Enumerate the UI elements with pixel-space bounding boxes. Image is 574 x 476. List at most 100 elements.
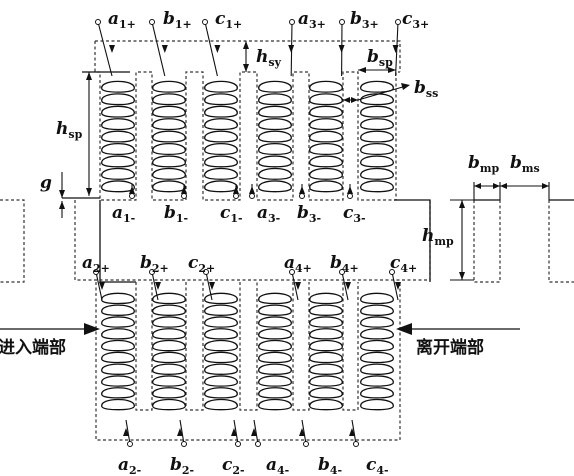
coil-turn-back [258,188,292,193]
coil-turn [258,155,292,165]
coil-turn [360,80,394,90]
coil-turn-back [204,371,238,375]
upper-mid-lead-1 [129,184,135,199]
terminal-node [255,441,261,447]
dim-g: g [40,172,65,218]
terminal-node [233,193,239,199]
lead-arrow [123,428,129,436]
coil-turn [101,167,135,177]
coil-turn [152,167,186,177]
coil-turn [360,142,394,152]
coil-turn-back [258,359,292,364]
terminal-node [181,441,187,447]
coil-turn [101,328,135,337]
coil-turn-back [101,300,135,305]
coil-turn-back [309,359,343,364]
coil-turn-back [258,175,292,180]
coil-turn-back [152,347,186,352]
coil-turn-back [101,347,135,352]
coil-turn-back [204,300,238,305]
coil-turn-back [309,312,343,316]
top-terminal-a-1+: a1+ [108,9,136,31]
coil-turn [360,292,394,302]
coil-turn-back [204,88,238,93]
coil-turn [152,398,186,408]
terminal-node [202,19,208,25]
entry-arrowhead [84,323,100,335]
coil-turn [258,328,292,337]
lead-arrow [395,282,401,290]
coil-turn [101,105,135,115]
lower-mid-terminal-b-2+: b2+ [140,253,169,275]
entry-arrow: 进入端部 [0,323,100,358]
coil-turn [204,304,238,313]
coil-turn-back [152,88,186,93]
coil-turn-back [309,323,343,328]
bottom-terminal-c-2-: c2- [222,455,245,476]
coil-turn [258,105,292,115]
coil-turn-back [309,138,343,143]
coil-turn [204,398,238,408]
coil-turn [101,155,135,165]
coil-turn-back [204,382,238,387]
coil-turn [360,180,394,190]
coil-turn [309,328,343,337]
top-terminal-b-3+: b3+ [350,9,379,31]
coil-turn-back [360,312,394,316]
coil-turn [309,105,343,115]
coil-turn [152,304,186,313]
upper-coil-2 [152,80,186,193]
coil-turn-back [204,175,238,180]
lower-coil-1 [101,292,135,411]
coil-turn [360,105,394,115]
terminal-node [95,19,101,25]
coil-turn-back [309,88,343,93]
lower-coil-4 [258,292,292,411]
coil-turn [204,292,238,302]
bottom-lead-6 [349,419,359,447]
top-terminal-c-3+: c3+ [402,9,429,31]
coil-turn [204,375,238,384]
coil-turn [204,339,238,349]
coil-turn [101,142,135,152]
coil-turn-back [309,188,343,193]
coil-turn-back [101,323,135,328]
lower-mid-lead-2 [149,269,161,301]
terminal-node [149,19,155,25]
exit-label: 离开端部 [416,337,484,358]
coil-turn-back [258,88,292,93]
coil-turn [101,292,135,302]
coil-turn-back [309,335,343,340]
coil-turn [360,167,394,177]
bottom-terminal-c-4-: c4- [366,455,389,476]
coil-turn-back [152,113,186,118]
coil-turn-back [309,347,343,352]
lead-arrow [345,282,351,290]
coil-turn-back [204,101,238,106]
coil-turn [152,130,186,140]
coil-turn [152,351,186,361]
coil-turn-back [101,359,135,364]
lower-mid-lead-1 [93,269,105,301]
coil-turn-back [258,300,292,305]
right-mover-piece-1 [473,200,501,283]
coil-turn-back [152,126,186,131]
top-terminal-a-3+: a3+ [298,9,326,31]
coil-turn-back [360,175,394,180]
coil-turn-back [258,406,292,411]
upper-mid-lead-5 [299,184,305,199]
upper-coil-4 [258,80,292,193]
coil-turn [309,93,343,103]
bottom-lead-2 [177,419,187,447]
coil-turn [152,375,186,384]
coil-turn [204,142,238,152]
lower-mid-terminal-a-2+: a2+ [82,253,110,275]
coil-turn [204,316,238,325]
coil-turn [101,351,135,361]
upper-coil-3 [204,80,238,193]
coil-turn-back [309,150,343,156]
coil-turn [101,130,135,140]
terminal-node [347,193,353,199]
coil-turn [101,304,135,313]
coil-turn [360,387,394,396]
